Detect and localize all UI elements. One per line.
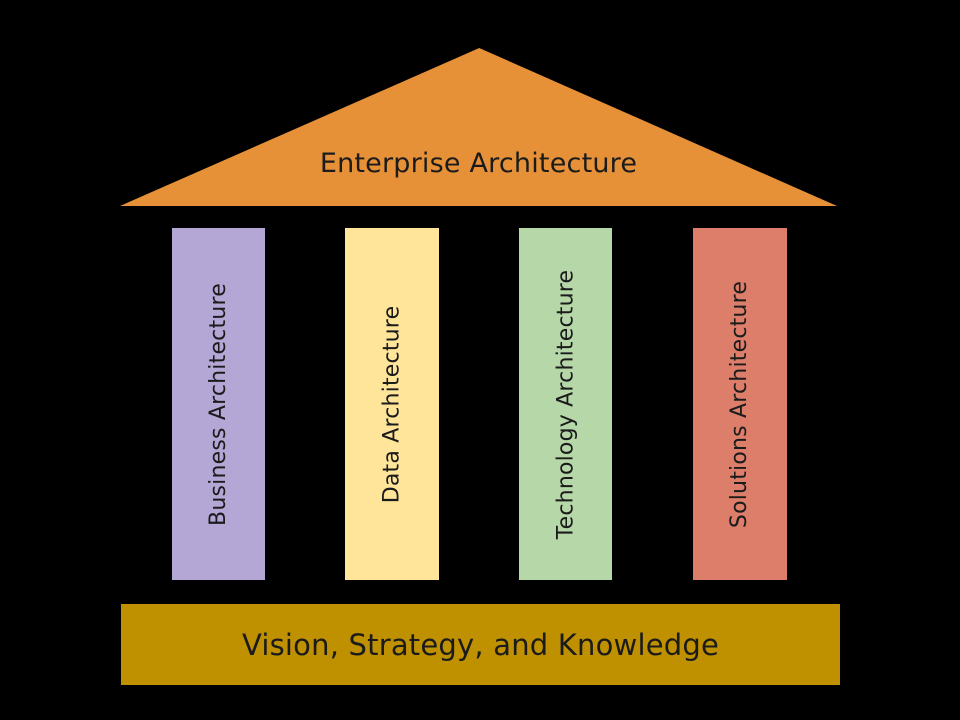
pillar-technology-architecture: Technology Architecture [519, 228, 612, 580]
pediment-shape: Enterprise Architecture [120, 48, 837, 206]
foundation-bar: Vision, Strategy, and Knowledge [121, 604, 840, 685]
foundation-label: Vision, Strategy, and Knowledge [241, 627, 720, 662]
pillar-business-architecture: Business Architecture [172, 228, 265, 580]
pillar-label: Solutions Architecture [727, 280, 753, 528]
pillar-label: Business Architecture [206, 282, 231, 526]
pillar-data-architecture: Data Architecture [345, 228, 439, 580]
diagram-title: Enterprise Architecture [319, 148, 638, 179]
pillar-label: Technology Architecture [553, 269, 579, 539]
pillar-label: Data Architecture [379, 305, 405, 503]
pillar-solutions-architecture: Solutions Architecture [693, 228, 787, 580]
